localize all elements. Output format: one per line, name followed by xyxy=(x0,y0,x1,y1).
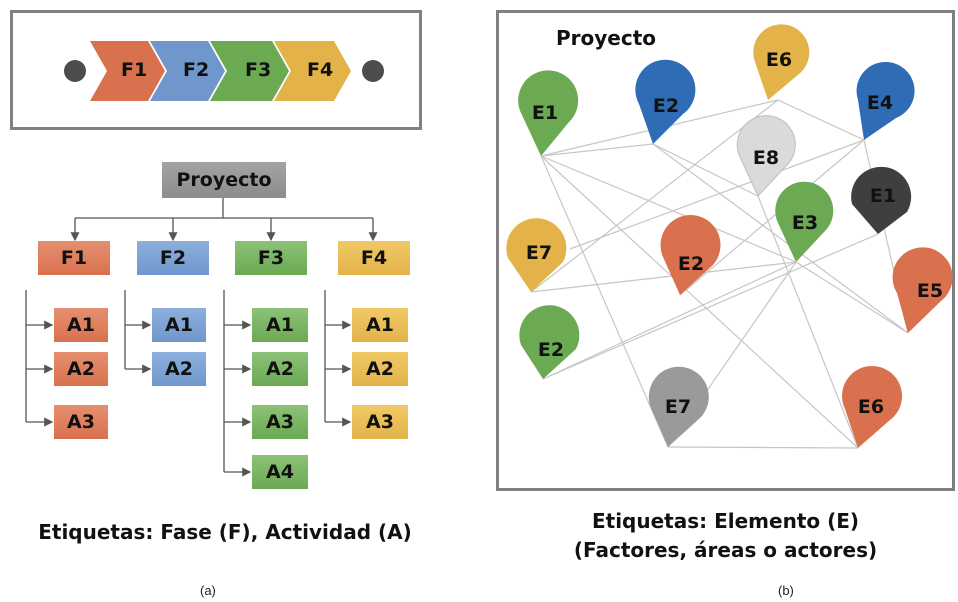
activity-box-f3-a2: A2 xyxy=(252,352,308,386)
pin-label-e6-yellow: E6 xyxy=(766,49,792,71)
pin-label-e4-blue: E4 xyxy=(867,92,893,114)
activity-box-f1-a2: A2 xyxy=(54,352,108,386)
caption-a: Etiquetas: Fase (F), Actividad (A) xyxy=(38,520,412,544)
activity-box-f4-a1: A1 xyxy=(352,308,408,342)
pin-e7-yellow: E7 xyxy=(506,218,567,292)
pin-e2-orange: E2 xyxy=(660,215,721,295)
pin-label-e7-gray: E7 xyxy=(665,396,691,418)
phase-box-f1: F1 xyxy=(38,241,110,275)
activity-box-f4-a2: A2 xyxy=(352,352,408,386)
phase-box-f4: F4 xyxy=(338,241,410,275)
pin-label-e2-blue: E2 xyxy=(653,95,679,117)
activity-box-f3-a1: A1 xyxy=(252,308,308,342)
pin-label-e1-dark: E1 xyxy=(870,185,896,207)
pin-e2-green: E2 xyxy=(519,305,580,379)
chevron-f3 xyxy=(210,41,289,101)
pin-e1-green: E1 xyxy=(518,70,579,156)
pin-label-e2-orange: E2 xyxy=(678,253,704,275)
activity-box-f3-a3: A3 xyxy=(252,405,308,439)
pin-e1-dark: E1 xyxy=(851,166,912,234)
pin-label-e5-orange: E5 xyxy=(917,280,943,302)
pin-e7-gray: E7 xyxy=(648,366,709,447)
start-node xyxy=(64,60,86,82)
activity-box-f4-a3: A3 xyxy=(352,405,408,439)
pin-label-e8-lightgray: E8 xyxy=(753,147,779,169)
chevron-label-f2: F2 xyxy=(183,59,210,81)
network-title: Proyecto xyxy=(556,26,657,50)
chevron-f1 xyxy=(90,41,165,101)
chevron-label-f3: F3 xyxy=(245,59,272,81)
network-links xyxy=(530,99,909,449)
end-node xyxy=(362,60,384,82)
phase-box-f2: F2 xyxy=(137,241,209,275)
chevron-f4 xyxy=(274,41,351,101)
pin-e8-lightgray: E8 xyxy=(736,115,796,197)
phase-box-f3: F3 xyxy=(235,241,307,275)
activity-box-f1-a1: A1 xyxy=(54,308,108,342)
activity-box-f1-a3: A3 xyxy=(54,405,108,439)
caption-b-line2: (Factores, áreas o actores) xyxy=(573,538,878,562)
pin-label-e6-orange: E6 xyxy=(858,396,884,418)
chevron-f2 xyxy=(150,41,225,101)
activity-box-f2-a1: A1 xyxy=(152,308,206,342)
caption-b-line1: Etiquetas: Elemento (E) xyxy=(591,509,860,533)
pin-label-e3-green: E3 xyxy=(792,212,818,234)
tree-connectors xyxy=(25,198,378,477)
pin-label-e2-green: E2 xyxy=(538,339,564,361)
activity-box-f2-a2: A2 xyxy=(152,352,206,386)
chevron-label-f1: F1 xyxy=(121,59,148,81)
phase-chevrons xyxy=(90,41,351,101)
activity-box-f3-a4: A4 xyxy=(252,455,308,489)
pin-e6-yellow: E6 xyxy=(753,24,810,100)
pin-e4-blue: E4 xyxy=(856,61,915,140)
panel-label-b: (b) xyxy=(778,583,794,598)
chevron-label-f4: F4 xyxy=(307,59,334,81)
project-root-box: Proyecto xyxy=(162,162,286,198)
pin-label-e1-green: E1 xyxy=(532,102,558,124)
pin-e5-orange: E5 xyxy=(892,247,953,333)
pin-label-e7-yellow: E7 xyxy=(526,242,552,264)
pin-e3-green: E3 xyxy=(775,181,834,262)
pin-e6-orange: E6 xyxy=(842,365,903,448)
pin-e2-blue: E2 xyxy=(635,59,696,144)
panel-label-a: (a) xyxy=(200,583,216,598)
